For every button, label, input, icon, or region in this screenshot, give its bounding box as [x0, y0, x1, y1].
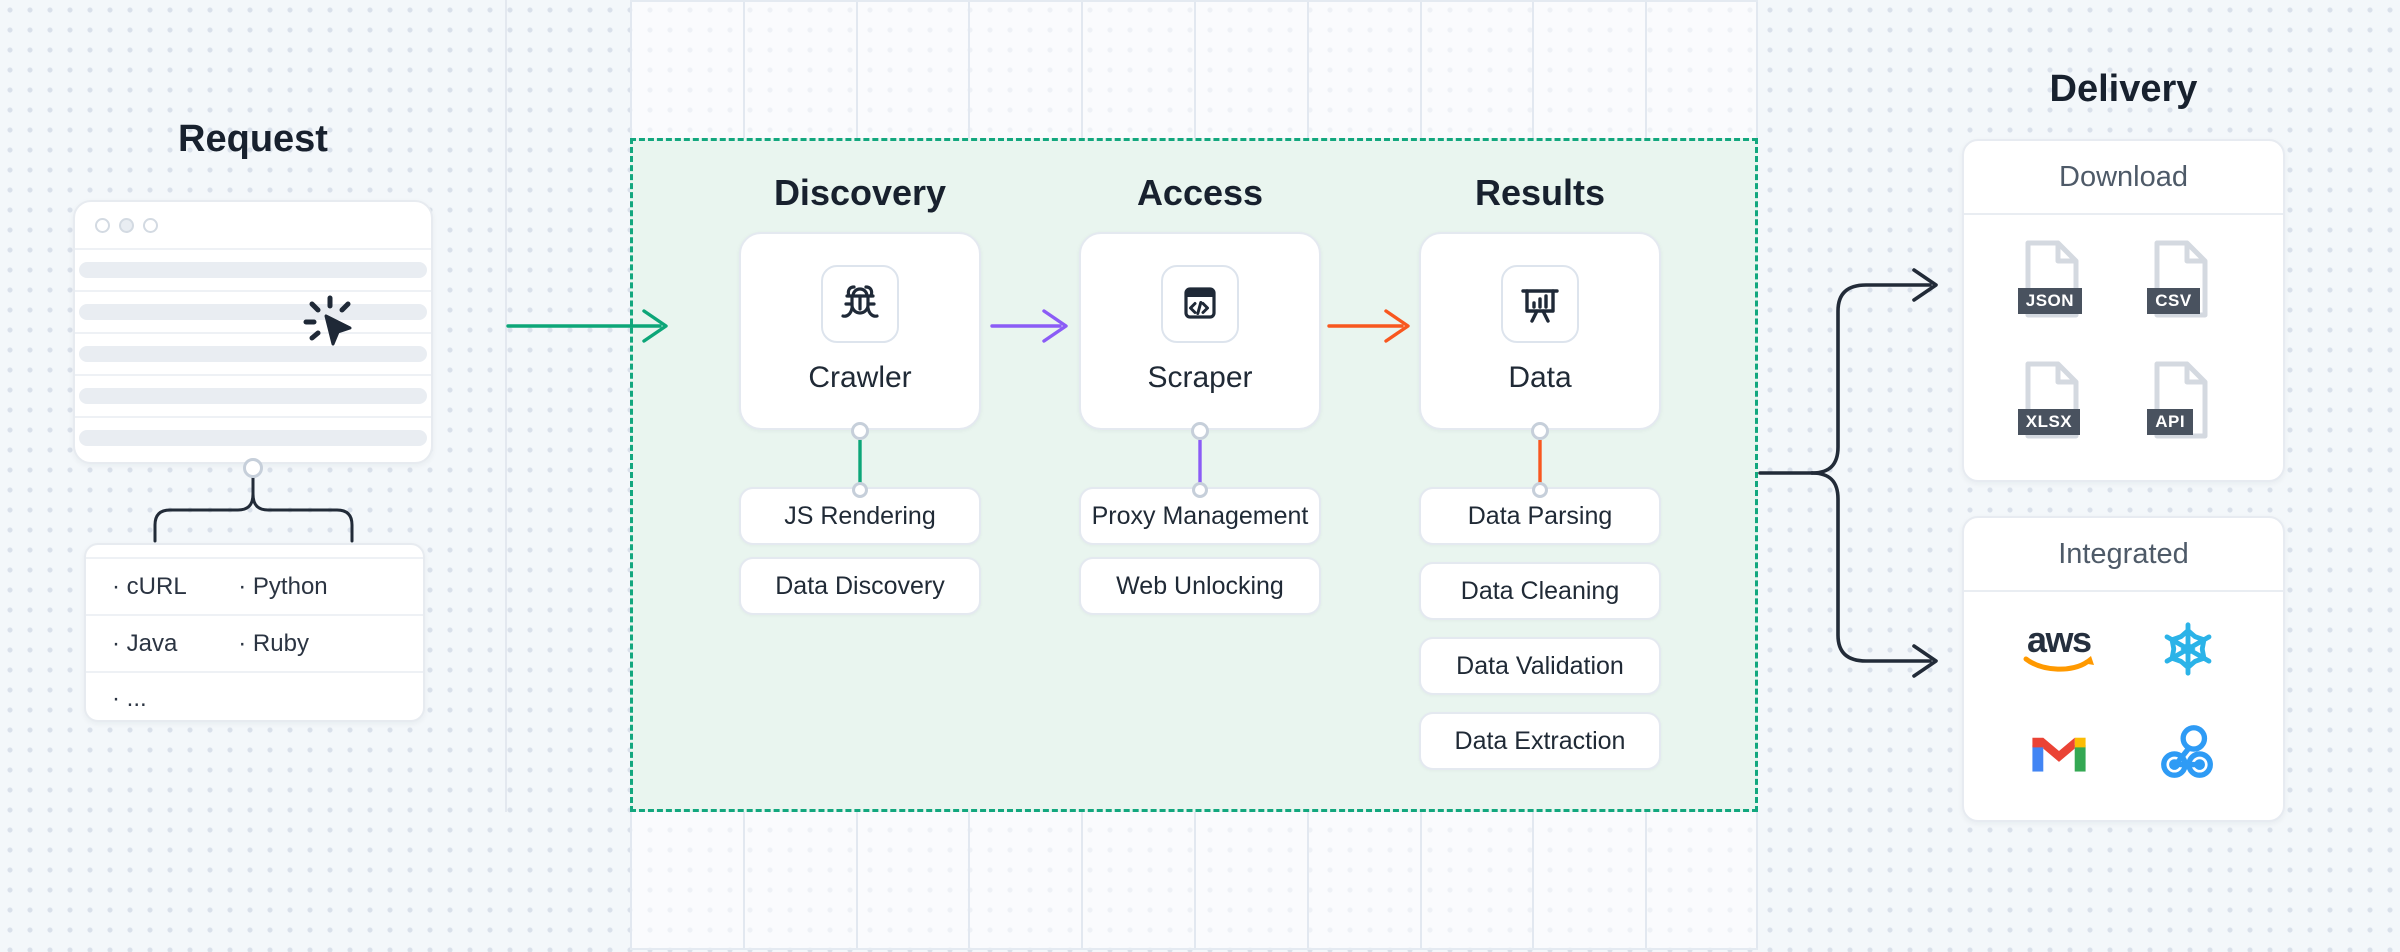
skeleton-bar: [79, 388, 427, 404]
lang-item-curl: · cURL: [112, 572, 187, 600]
lang-item-java: · Java: [112, 629, 178, 657]
grid-column: [1194, 2, 1307, 138]
grid-column: [1645, 812, 1758, 948]
stage-discovery: Crawler JS Rendering Data Discovery: [739, 232, 981, 615]
crawler-node-card: Crawler: [739, 232, 981, 430]
scraper-pill-dot: [1192, 482, 1208, 498]
request-title: Request: [178, 118, 328, 160]
grid-column: [968, 2, 1081, 138]
pill-data-discovery: Data Discovery: [739, 557, 981, 615]
scraper-bottom-dot: [1191, 422, 1209, 440]
skeleton-line: [75, 374, 431, 376]
csv-file-icon: CSV: [2147, 240, 2225, 326]
integrated-card: Integrated aws: [1962, 516, 2285, 822]
grid-column: [855, 2, 969, 138]
crawler-label: Crawler: [808, 361, 912, 394]
stage-title-access: Access: [1136, 172, 1264, 213]
click-cursor-icon: [300, 292, 360, 357]
background-columns-bottom: [630, 812, 1758, 950]
stage-results: Data Data Parsing Data Cleaning Data Val…: [1419, 232, 1661, 770]
browser-connector-dot: [243, 458, 263, 478]
bug-icon: [821, 265, 899, 343]
data-bottom-dot: [1531, 422, 1549, 440]
pill-web-unlocking: Web Unlocking: [1079, 557, 1321, 615]
background-vertical-line: [505, 0, 507, 812]
aws-logo: aws: [2023, 618, 2095, 678]
request-languages-card: · cURL · Python · Java · Ruby · ...: [84, 543, 425, 722]
pill-data-extraction: Data Extraction: [1419, 712, 1661, 770]
format-badge: API: [2147, 408, 2194, 435]
pill-data-validation: Data Validation: [1419, 637, 1661, 695]
window-dot-icon: [119, 217, 134, 233]
grid-column: [1419, 2, 1533, 138]
data-label: Data: [1508, 361, 1572, 394]
request-fork-connector: [153, 472, 354, 543]
pipeline-to-delivery-arrows: [1758, 268, 1938, 678]
pill-data-cleaning: Data Cleaning: [1419, 562, 1661, 620]
xlsx-file-icon: XLSX: [2017, 361, 2096, 447]
skeleton-bar: [79, 346, 427, 362]
lang-item-python: · Python: [238, 572, 328, 600]
aws-wordmark: aws: [2026, 618, 2092, 660]
data-pill-dot: [1532, 482, 1548, 498]
grid-column: [1532, 812, 1645, 948]
grid-column: [630, 2, 743, 138]
stage-access: Scraper Proxy Management Web Unlocking: [1079, 232, 1321, 615]
browser-content-skeleton: [75, 250, 431, 446]
skeleton-line: [75, 416, 431, 418]
grid-column: [1645, 2, 1758, 138]
browser-titlebar: [75, 202, 431, 250]
scraper-label: Scraper: [1147, 361, 1253, 394]
integrated-header: Integrated: [1964, 518, 2283, 592]
skeleton-line: [75, 290, 431, 292]
lang-row: · Java · Ruby: [86, 616, 423, 673]
code-window-icon: [1161, 265, 1239, 343]
json-file-icon: JSON: [2017, 240, 2096, 326]
skeleton-bar: [79, 430, 427, 446]
data-node-card: Data: [1419, 232, 1661, 430]
format-badge: XLSX: [2017, 408, 2081, 435]
snowflake-logo: [2157, 618, 2219, 685]
lang-item-ruby: · Ruby: [238, 629, 309, 657]
grid-column: [968, 812, 1081, 948]
crawler-pill-dot: [852, 482, 868, 498]
lang-row: · cURL · Python: [86, 559, 423, 616]
skeleton-line: [75, 332, 431, 334]
delivery-title: Delivery: [2049, 68, 2198, 110]
lang-card-top-strip: [86, 545, 423, 559]
grid-column: [855, 812, 969, 948]
grid-column: [1306, 2, 1420, 138]
grid-column: [1306, 812, 1420, 948]
grid-column: [1194, 812, 1307, 948]
lang-item-more: · ...: [112, 684, 147, 712]
lang-row: · ...: [86, 673, 423, 724]
webhook-logo: [2157, 720, 2219, 787]
presentation-chart-icon: [1501, 265, 1579, 343]
api-file-icon: API: [2147, 361, 2225, 447]
crawler-bottom-dot: [851, 422, 869, 440]
grid-column: [630, 812, 743, 948]
download-header: Download: [1964, 141, 2283, 215]
grid-column: [1081, 812, 1194, 948]
download-card: Download JSON CSV XLSX API: [1962, 139, 2285, 482]
skeleton-bar: [79, 304, 427, 320]
scraper-node-card: Scraper: [1079, 232, 1321, 430]
download-formats-grid: JSON CSV XLSX API: [1964, 215, 2283, 480]
format-badge: JSON: [2017, 288, 2083, 315]
integrations-grid: aws: [1964, 592, 2283, 820]
grid-column: [742, 2, 856, 138]
window-dot-icon: [95, 217, 110, 233]
background-columns-top: [630, 0, 1758, 138]
browser-window: [73, 200, 433, 464]
format-badge: CSV: [2147, 288, 2200, 315]
gmail-logo: [2030, 728, 2088, 779]
grid-column: [1419, 812, 1533, 948]
window-dot-icon: [143, 217, 158, 233]
stage-title-discovery: Discovery: [773, 172, 947, 213]
grid-column: [1081, 2, 1194, 138]
skeleton-bar: [79, 262, 427, 278]
stage-title-results: Results: [1474, 172, 1606, 213]
grid-column: [1532, 2, 1645, 138]
grid-column: [742, 812, 856, 948]
